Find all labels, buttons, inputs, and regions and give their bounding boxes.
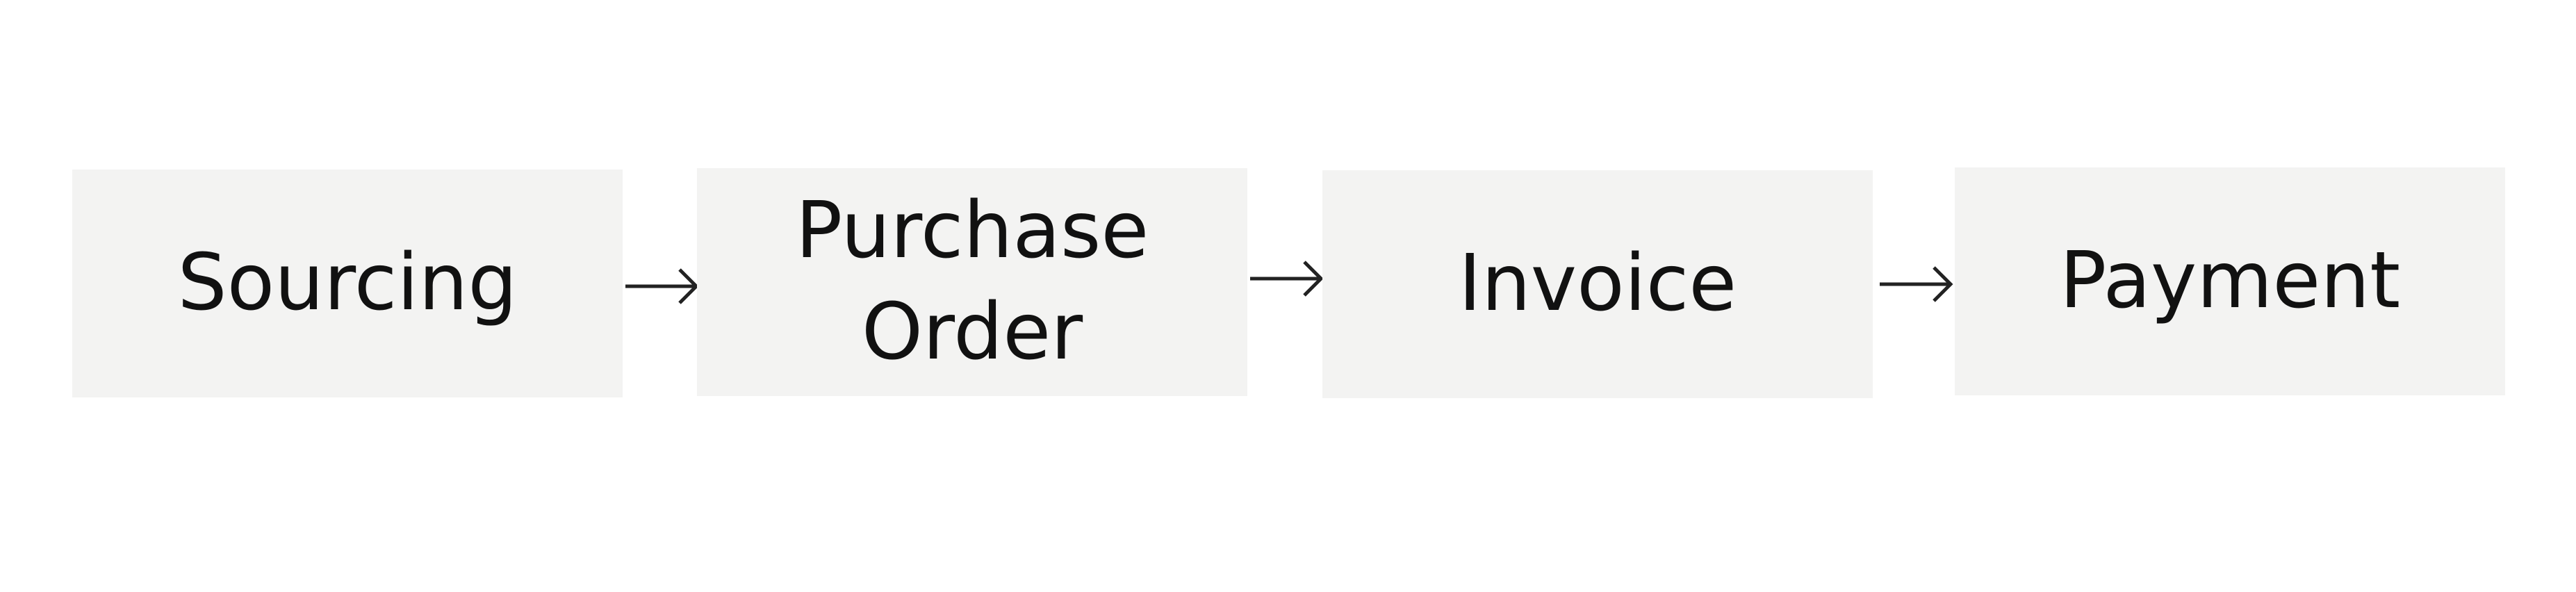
step-purchase-order-label: Purchase Order [796,181,1149,383]
step-invoice: Invoice [1322,170,1873,398]
right-arrow-icon [625,268,699,304]
step-payment-label: Payment [2059,236,2401,327]
step-payment: Payment [1955,167,2505,395]
step-purchase-order-line-1: Purchase [795,186,1149,277]
step-purchase-order: Purchase Order [697,168,1247,396]
step-invoice-label: Invoice [1458,238,1737,329]
right-arrow-icon [1250,261,1324,297]
step-purchase-order-line-2: Order [861,287,1083,377]
step-sourcing-label: Sourcing [177,238,518,329]
step-sourcing: Sourcing [72,170,623,397]
right-arrow-icon [1880,266,1953,302]
